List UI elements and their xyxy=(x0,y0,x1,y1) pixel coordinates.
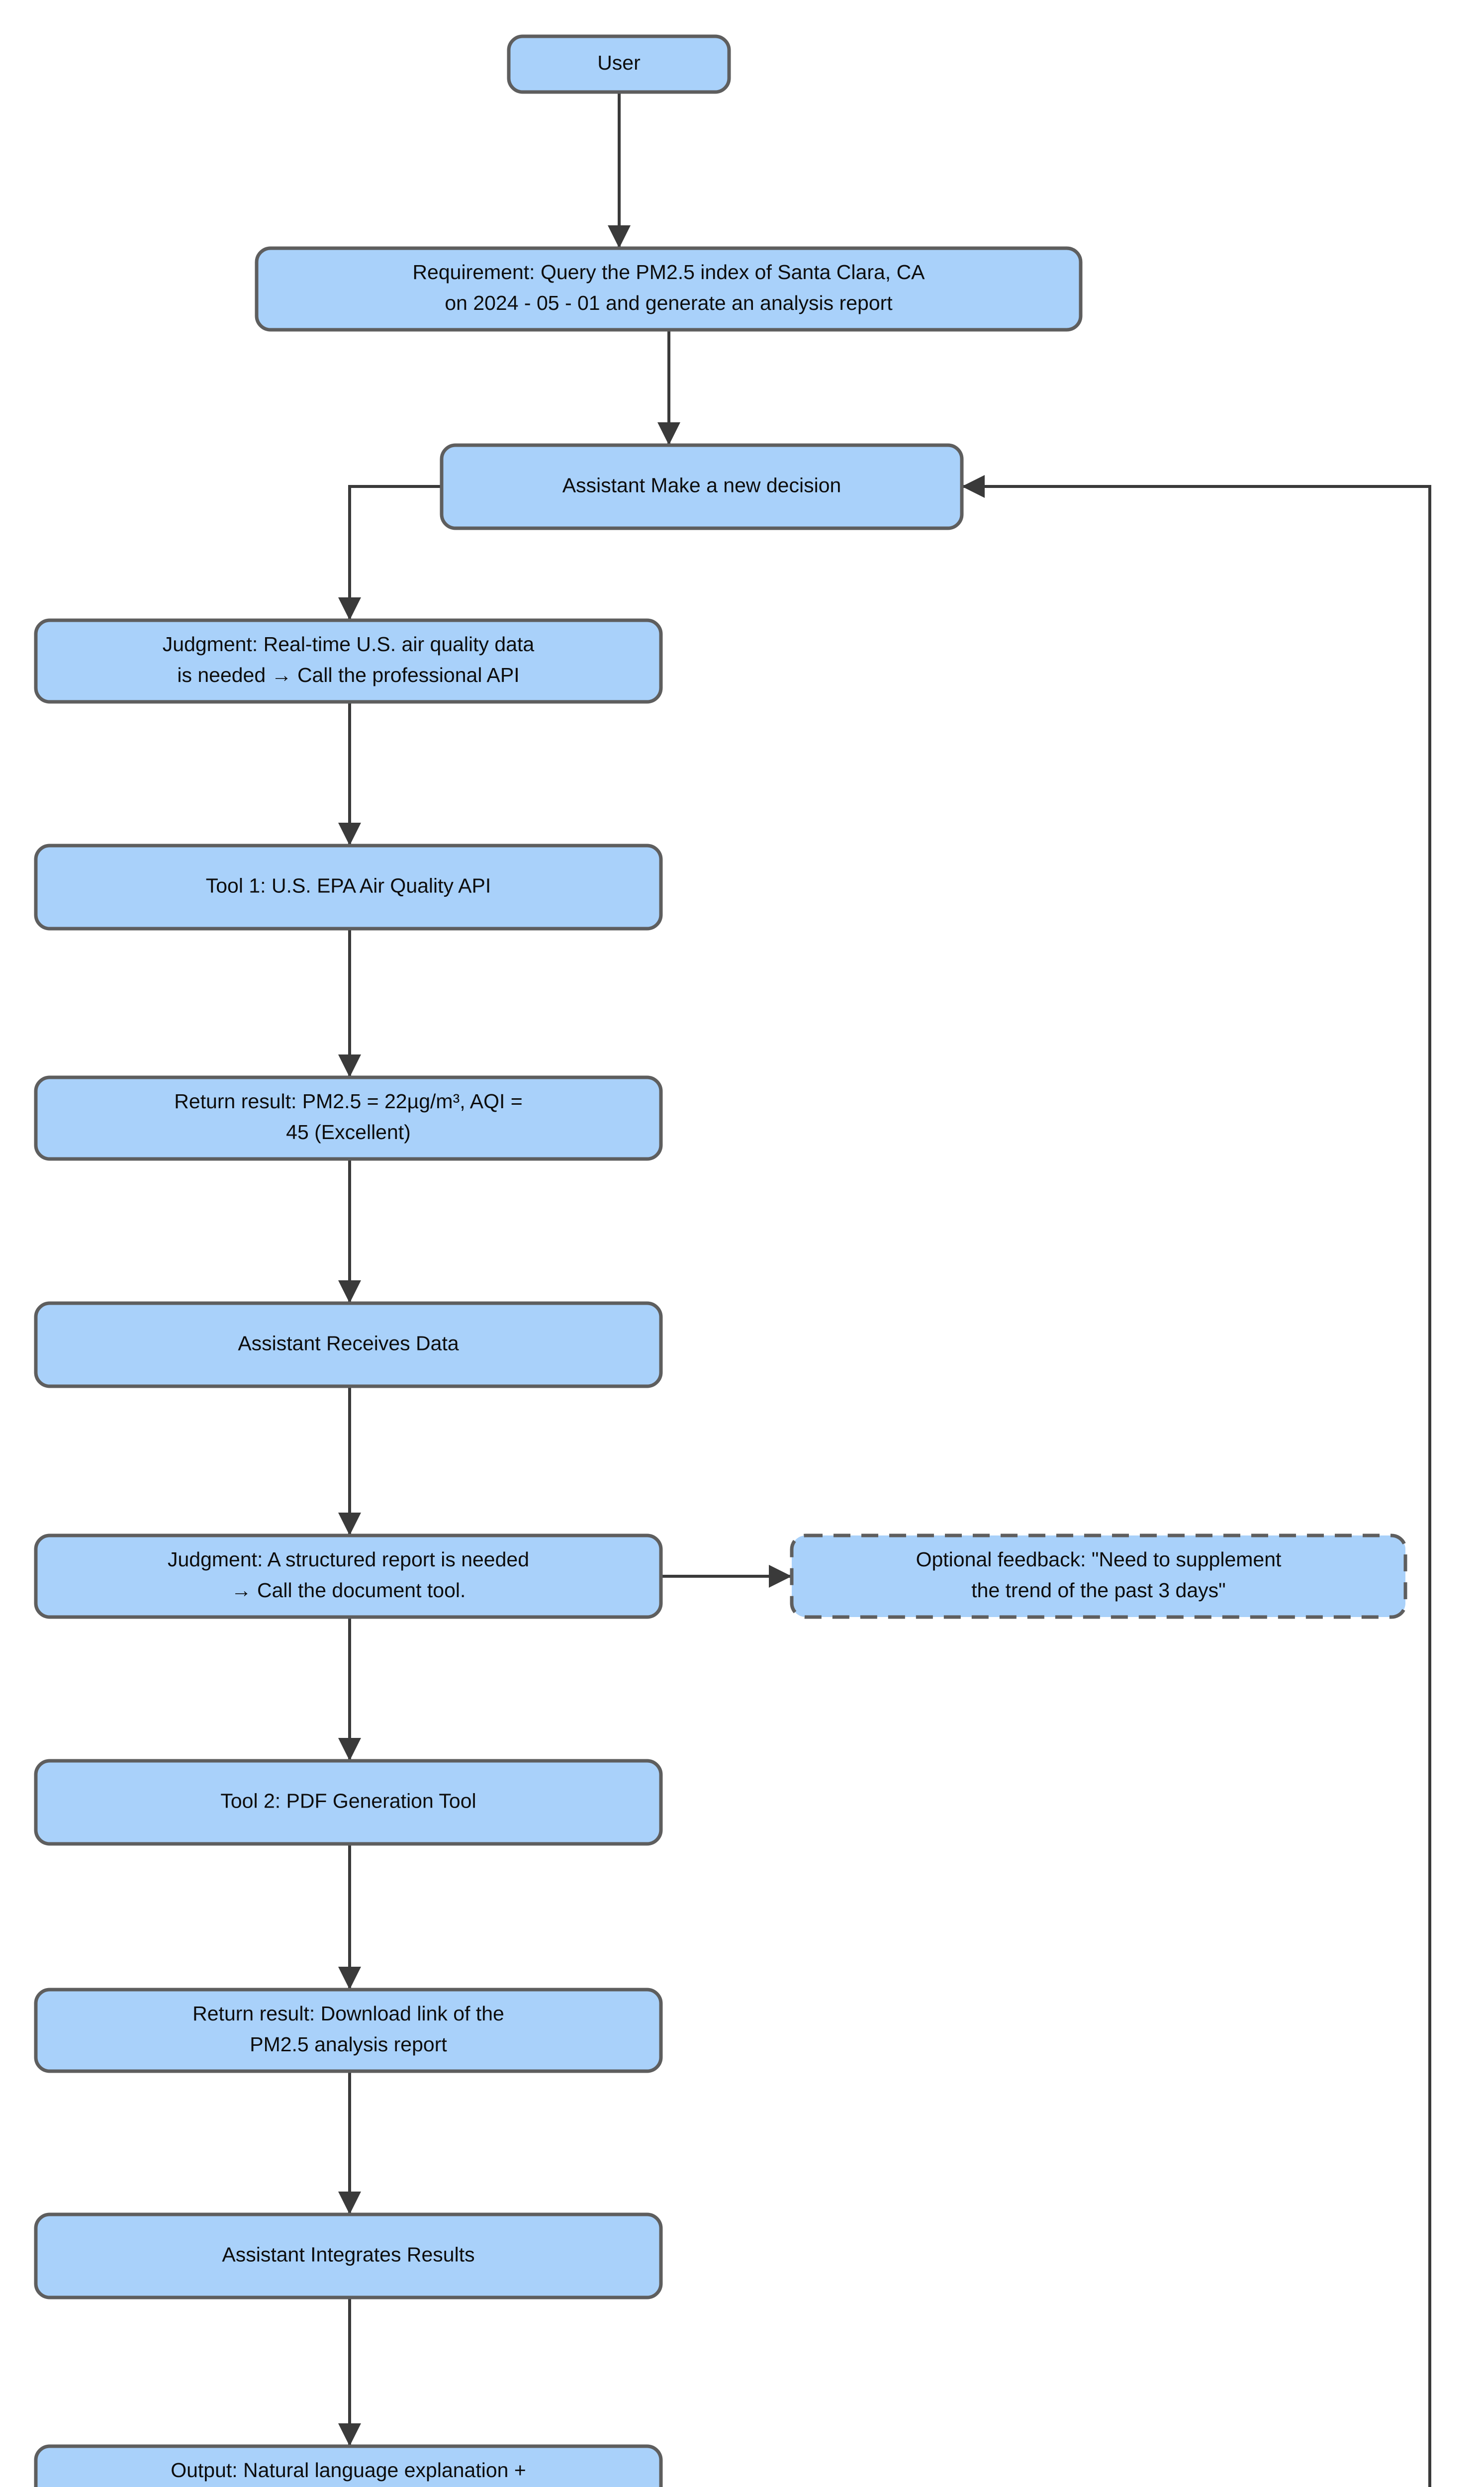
judgment-api-node-shape[interactable] xyxy=(34,618,663,704)
requirement-node-label-line-1: on 2024 - 05 - 01 and generate an analys… xyxy=(445,291,893,314)
assistant-receives-data-node-shape[interactable] xyxy=(34,1301,663,1388)
return-result-air-quality-node-label-line-1: 45 (Excellent) xyxy=(286,1121,411,1144)
assistant-decision-node-shape[interactable] xyxy=(440,443,964,530)
assistant-integrates-results-node-label-line-0: Assistant Integrates Results xyxy=(222,2243,474,2266)
edge-judgment2-to-tool2-arrowhead-icon xyxy=(338,1738,361,1761)
output-node-label-line-0: Output: Natural language explanation + xyxy=(171,2459,526,2482)
judgment-api-node[interactable]: Judgment: Real-time U.S. air quality dat… xyxy=(34,618,663,704)
optional-feedback-node-label-line-1: the trend of the past 3 days" xyxy=(971,1579,1225,1602)
return-result-download-link-node-label-line-1: PM2.5 analysis report xyxy=(250,2033,447,2056)
output-node-shape[interactable] xyxy=(34,2444,663,2487)
edge-tool1-to-result1 xyxy=(338,929,361,1077)
assistant-integrates-results-node-shape[interactable] xyxy=(34,2212,663,2299)
return-result-air-quality-node-shape[interactable] xyxy=(34,1075,663,1161)
edge-final-to-decision-loopback-arrowhead-icon xyxy=(962,475,985,498)
judgment-document-node-shape[interactable] xyxy=(34,1533,663,1619)
requirement-node-shape[interactable] xyxy=(255,246,1083,332)
edge-tool2-to-result2 xyxy=(338,1844,361,1990)
edge-tool2-to-result2-arrowhead-icon xyxy=(338,1967,361,1990)
tool-2-node-shape[interactable] xyxy=(34,1759,663,1846)
optional-feedback-node[interactable]: Optional feedback: "Need to supplement th… xyxy=(790,1533,1407,1619)
judgment-api-node-label-line-0: Judgment: Real-time U.S. air quality dat… xyxy=(163,633,535,656)
edge-integrates-to-output xyxy=(338,2297,361,2446)
assistant-receives-data-node-label-line-0: Assistant Receives Data xyxy=(238,1332,459,1354)
edge-user-to-requirement xyxy=(608,92,631,248)
return-result-air-quality-node-label-line-0: Return result: PM2.5 = 22µg/m³, AQI = xyxy=(174,1090,522,1113)
judgment-document-node-label-line-1: → Call the document tool. xyxy=(231,1579,466,1602)
assistant-integrates-results-node[interactable]: Assistant Integrates Results xyxy=(34,2212,663,2299)
judgment-document-node-label-line-0: Judgment: A structured report is needed xyxy=(168,1548,529,1571)
return-result-download-link-node-label-line-0: Return result: Download link of the xyxy=(192,2002,504,2025)
edge-judgment2-to-tool2 xyxy=(338,1617,361,1761)
output-node[interactable]: Output: Natural language explanation +Re… xyxy=(34,2444,663,2487)
edge-receives-to-judgment2-arrowhead-icon xyxy=(338,1513,361,1535)
edge-decision-to-judgment1-arrowhead-icon xyxy=(338,597,361,620)
return-result-air-quality-node[interactable]: Return result: PM2.5 = 22µg/m³, AQI = 45 … xyxy=(34,1075,663,1161)
optional-feedback-node-shape[interactable] xyxy=(790,1533,1407,1619)
edge-user-to-requirement-arrowhead-icon xyxy=(608,225,631,248)
tool-2-node-label-line-0: Tool 2: PDF Generation Tool xyxy=(220,1789,476,1812)
edge-result2-to-integrates xyxy=(338,2071,361,2214)
tool-1-node[interactable]: Tool 1: U.S. EPA Air Quality API xyxy=(34,844,663,931)
edge-result1-to-receives xyxy=(338,1159,361,1303)
assistant-decision-node[interactable]: Assistant Make a new decision xyxy=(440,443,964,530)
judgment-document-node[interactable]: Judgment: A structured report is needed →… xyxy=(34,1533,663,1619)
requirement-node[interactable]: Requirement: Query the PM2.5 index of Sa… xyxy=(255,246,1083,332)
edge-tool1-to-result1-arrowhead-icon xyxy=(338,1054,361,1077)
user-node-shape[interactable] xyxy=(507,34,731,94)
judgment-api-node-label-line-1: is needed → Call the professional API xyxy=(177,664,519,686)
optional-feedback-node-label-line-0: Optional feedback: "Need to supplement xyxy=(916,1548,1282,1571)
edge-decision-to-judgment1-line xyxy=(348,485,442,620)
assistant-decision-node-label-line-0: Assistant Make a new decision xyxy=(562,474,841,496)
tool-1-node-shape[interactable] xyxy=(34,844,663,931)
edge-result1-to-receives-arrowhead-icon xyxy=(338,1280,361,1303)
tool-2-node[interactable]: Tool 2: PDF Generation Tool xyxy=(34,1759,663,1846)
user-node-label-line-0: User xyxy=(597,51,641,74)
tool-1-node-label-line-0: Tool 1: U.S. EPA Air Quality API xyxy=(206,874,491,897)
edge-judgment2-to-feedback-arrowhead-icon xyxy=(769,1565,792,1588)
edge-integrates-to-output-arrowhead-icon xyxy=(338,2423,361,2446)
user-node[interactable]: User xyxy=(507,34,731,94)
edge-requirement-to-decision xyxy=(657,330,680,445)
edge-receives-to-judgment2 xyxy=(338,1386,361,1535)
assistant-receives-data-node[interactable]: Assistant Receives Data xyxy=(34,1301,663,1388)
edge-result2-to-integrates-arrowhead-icon xyxy=(338,2192,361,2214)
edge-requirement-to-decision-arrowhead-icon xyxy=(657,422,680,445)
edge-judgment2-to-feedback xyxy=(661,1565,792,1588)
return-result-download-link-node[interactable]: Return result: Download link of thePM2.5… xyxy=(34,1988,663,2073)
edge-decision-to-judgment1 xyxy=(338,485,442,620)
requirement-node-label-line-0: Requirement: Query the PM2.5 index of Sa… xyxy=(412,261,925,284)
edge-judgment1-to-tool1-arrowhead-icon xyxy=(338,823,361,846)
return-result-download-link-node-shape[interactable] xyxy=(34,1988,663,2073)
edges-layer xyxy=(338,92,1431,2487)
edge-final-to-decision-loopback xyxy=(962,475,1431,2487)
edge-judgment1-to-tool1 xyxy=(338,702,361,846)
edge-final-to-decision-loopback-line xyxy=(962,485,1431,2487)
